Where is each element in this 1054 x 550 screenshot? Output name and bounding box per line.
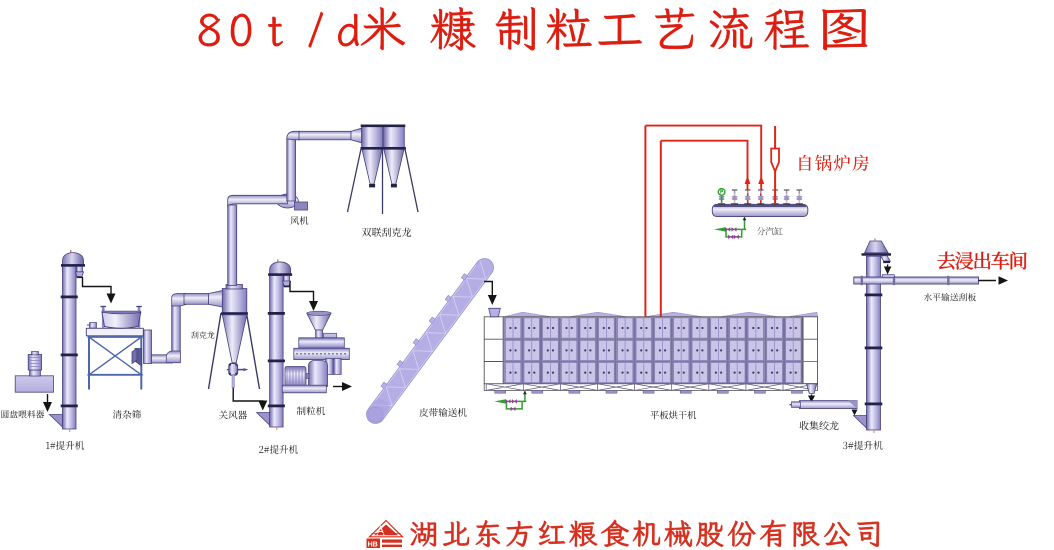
svg-text:HB: HB: [368, 541, 378, 548]
